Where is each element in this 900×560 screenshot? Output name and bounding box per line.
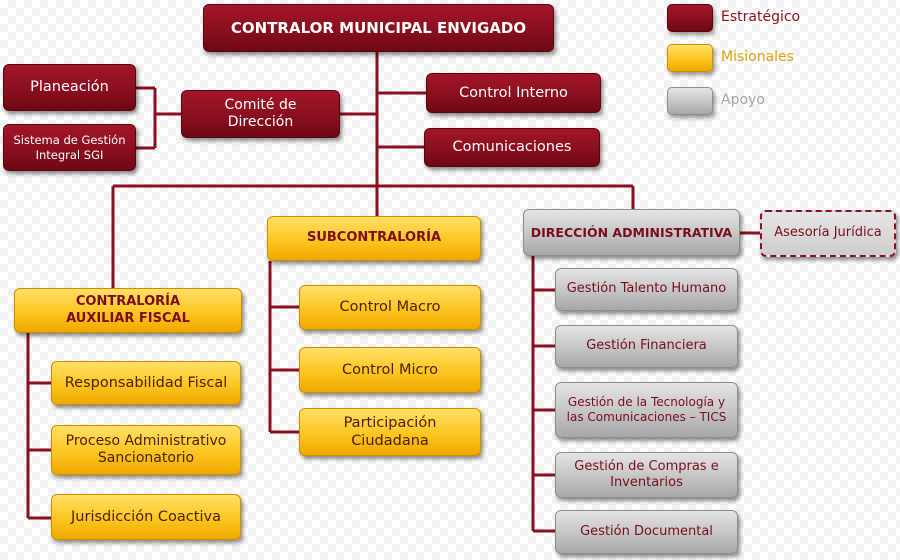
legend-misionales-label: Misionales <box>721 49 794 65</box>
gestion-financiera-label: Gestión Financiera <box>586 338 707 354</box>
responsabilidad-fiscal-label: Responsabilidad Fiscal <box>64 374 228 391</box>
jurisdiccion-coactiva-label: Jurisdicción Coactiva <box>71 508 221 525</box>
proceso-sancionatorio-label: Proceso Administrativo Sancionatorio <box>65 432 227 467</box>
gestion-documental-box: Gestión Documental <box>555 510 738 554</box>
planeacion-label: Planeación <box>30 79 109 96</box>
control-macro-label: Control Macro <box>339 299 441 316</box>
legend-misionales-swatch <box>667 44 713 72</box>
asesoria-juridica-box: Asesoría Jurídica <box>760 210 896 257</box>
control-interno-box: Control Interno <box>426 73 601 113</box>
control-micro-label: Control Micro <box>341 361 439 378</box>
participacion-ciudadana-label: Participación Ciudadana <box>343 414 437 449</box>
gestion-financiera-box: Gestión Financiera <box>555 325 738 368</box>
planeacion-box: Planeación <box>3 64 136 111</box>
sgi-label: Sistema de Gestión Integral SGI <box>13 133 126 162</box>
comunicaciones-box: Comunicaciones <box>424 128 600 167</box>
contralor-box: CONTRALOR MUNICIPAL ENVIGADO <box>203 4 554 52</box>
auxiliar-title-box: CONTRALORÍA AUXILIAR FISCAL <box>14 288 242 333</box>
comunicaciones-label: Comunicaciones <box>452 139 572 156</box>
comite-box: Comité de Dirección <box>181 90 340 138</box>
comite-label: Comité de Dirección <box>224 96 297 131</box>
legend-apoyo-label: Apoyo <box>721 92 765 108</box>
asesoria-juridica-label: Asesoría Jurídica <box>774 225 882 241</box>
talento-humano-box: Gestión Talento Humano <box>555 268 738 311</box>
gestion-tics-label: Gestión de la Tecnología y las Comunicac… <box>566 395 727 424</box>
control-micro-box: Control Micro <box>299 347 481 393</box>
gestion-documental-label: Gestión Documental <box>580 523 713 539</box>
gestion-compras-box: Gestión de Compras e Inventarios <box>555 452 738 498</box>
administrativa-title-label: DIRECCIÓN ADMINISTRATIVA <box>530 224 733 240</box>
participacion-ciudadana-box: Participación Ciudadana <box>299 408 481 456</box>
control-interno-label: Control Interno <box>459 84 568 101</box>
legend-estrategico-swatch <box>667 4 713 32</box>
legend-apoyo-swatch <box>667 87 713 115</box>
talento-humano-label: Gestión Talento Humano <box>566 281 727 297</box>
administrativa-title-box: DIRECCIÓN ADMINISTRATIVA <box>523 209 740 256</box>
contralor-label: CONTRALOR MUNICIPAL ENVIGADO <box>230 18 527 37</box>
responsabilidad-fiscal-box: Responsabilidad Fiscal <box>51 361 241 405</box>
legend-estrategico-label: Estratégico <box>721 9 801 25</box>
jurisdiccion-coactiva-box: Jurisdicción Coactiva <box>51 494 241 540</box>
proceso-sancionatorio-box: Proceso Administrativo Sancionatorio <box>51 425 241 475</box>
auxiliar-title-label: CONTRALORÍA AUXILIAR FISCAL <box>66 294 190 326</box>
sgi-box: Sistema de Gestión Integral SGI <box>3 124 136 171</box>
gestion-tics-box: Gestión de la Tecnología y las Comunicac… <box>555 382 738 438</box>
control-macro-box: Control Macro <box>299 285 481 330</box>
gestion-compras-label: Gestión de Compras e Inventarios <box>574 458 719 490</box>
subcontraloria-title-label: SUBCONTRALORÍA <box>306 230 442 246</box>
subcontraloria-title-box: SUBCONTRALORÍA <box>267 216 481 261</box>
